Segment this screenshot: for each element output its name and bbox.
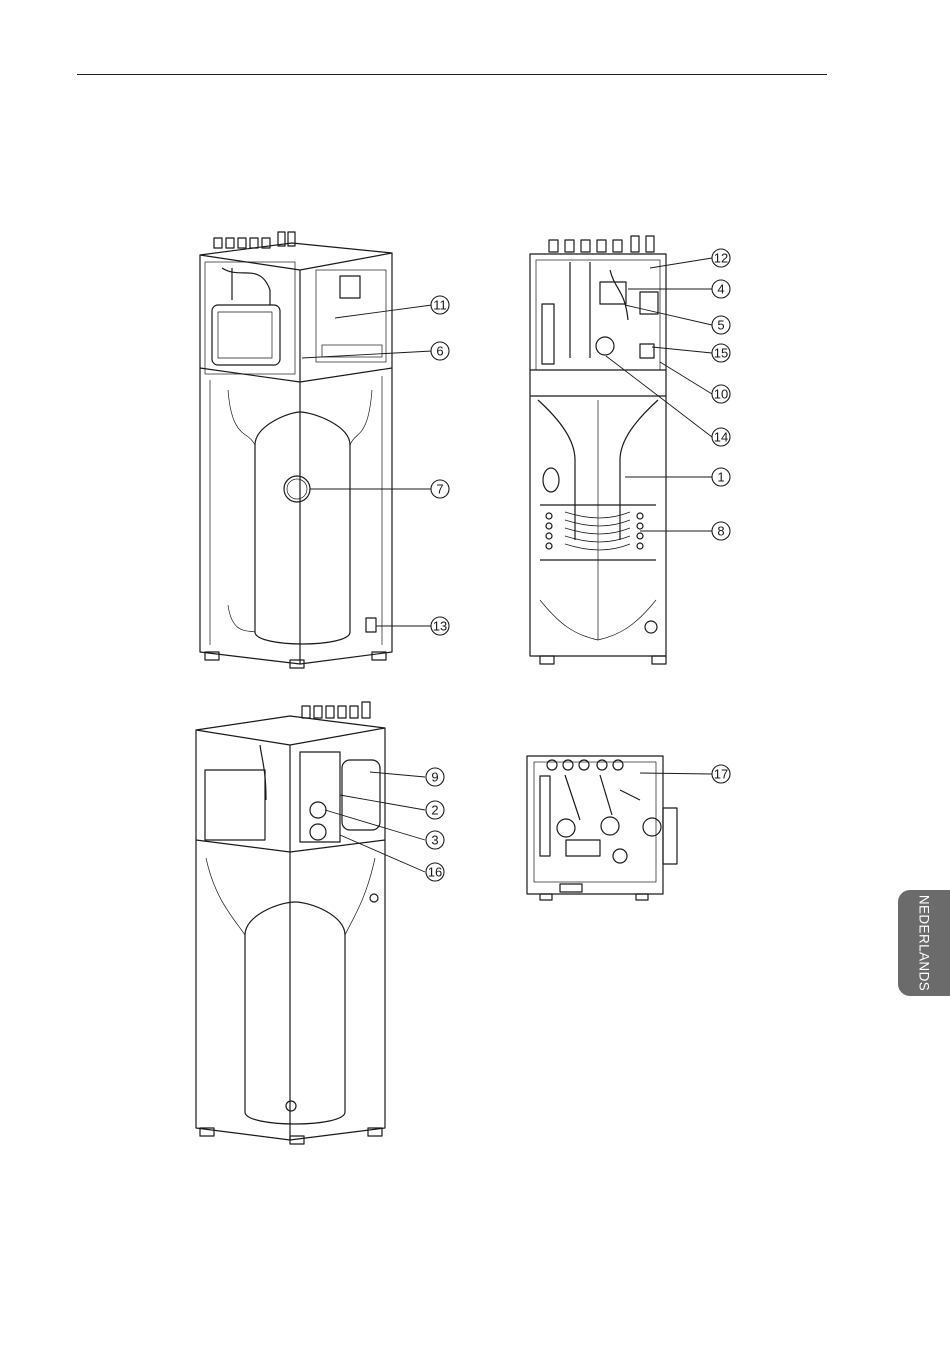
- svg-text:15: 15: [714, 346, 728, 361]
- svg-text:13: 13: [433, 619, 447, 634]
- unit-view-front: [530, 236, 666, 664]
- svg-text:10: 10: [714, 387, 728, 402]
- language-tab-label: NEDERLANDS: [917, 895, 932, 991]
- svg-text:14: 14: [714, 430, 728, 445]
- language-tab: NEDERLANDS: [898, 890, 950, 996]
- unit-view-top: [527, 756, 677, 900]
- svg-text:11: 11: [433, 298, 447, 313]
- pipe-fittings-top: [549, 236, 654, 252]
- callout-9: 9: [426, 768, 444, 786]
- leader-lines: [302, 258, 712, 872]
- callout-10: 10: [712, 385, 730, 403]
- unit-view-front-left: [200, 232, 392, 668]
- svg-text:8: 8: [717, 524, 724, 539]
- svg-text:12: 12: [714, 251, 728, 266]
- callout-12: 12: [712, 249, 730, 267]
- callout-16: 16: [426, 863, 444, 881]
- callout-7: 7: [431, 480, 449, 498]
- callout-2: 2: [426, 801, 444, 819]
- callout-11: 11: [431, 296, 449, 314]
- svg-text:1: 1: [717, 470, 724, 485]
- svg-text:2: 2: [431, 803, 438, 818]
- svg-text:16: 16: [428, 865, 442, 880]
- pipe-fittings-top: [214, 232, 295, 248]
- svg-text:9: 9: [431, 770, 438, 785]
- callout-4: 4: [712, 280, 730, 298]
- callout-6: 6: [431, 342, 449, 360]
- callout-17: 17: [712, 765, 730, 783]
- unit-view-front-right: [196, 702, 385, 1144]
- callout-8: 8: [712, 522, 730, 540]
- callout-5: 5: [712, 316, 730, 334]
- svg-text:17: 17: [714, 767, 728, 782]
- svg-text:7: 7: [436, 482, 443, 497]
- svg-text:4: 4: [717, 282, 724, 297]
- svg-text:3: 3: [431, 833, 438, 848]
- callout-3: 3: [426, 831, 444, 849]
- callout-15: 15: [712, 344, 730, 362]
- callout-14: 14: [712, 428, 730, 446]
- svg-text:6: 6: [436, 344, 443, 359]
- callout-13: 13: [431, 617, 449, 635]
- pipe-fittings-top: [302, 702, 370, 718]
- svg-text:5: 5: [717, 318, 724, 333]
- callout-1: 1: [712, 468, 730, 486]
